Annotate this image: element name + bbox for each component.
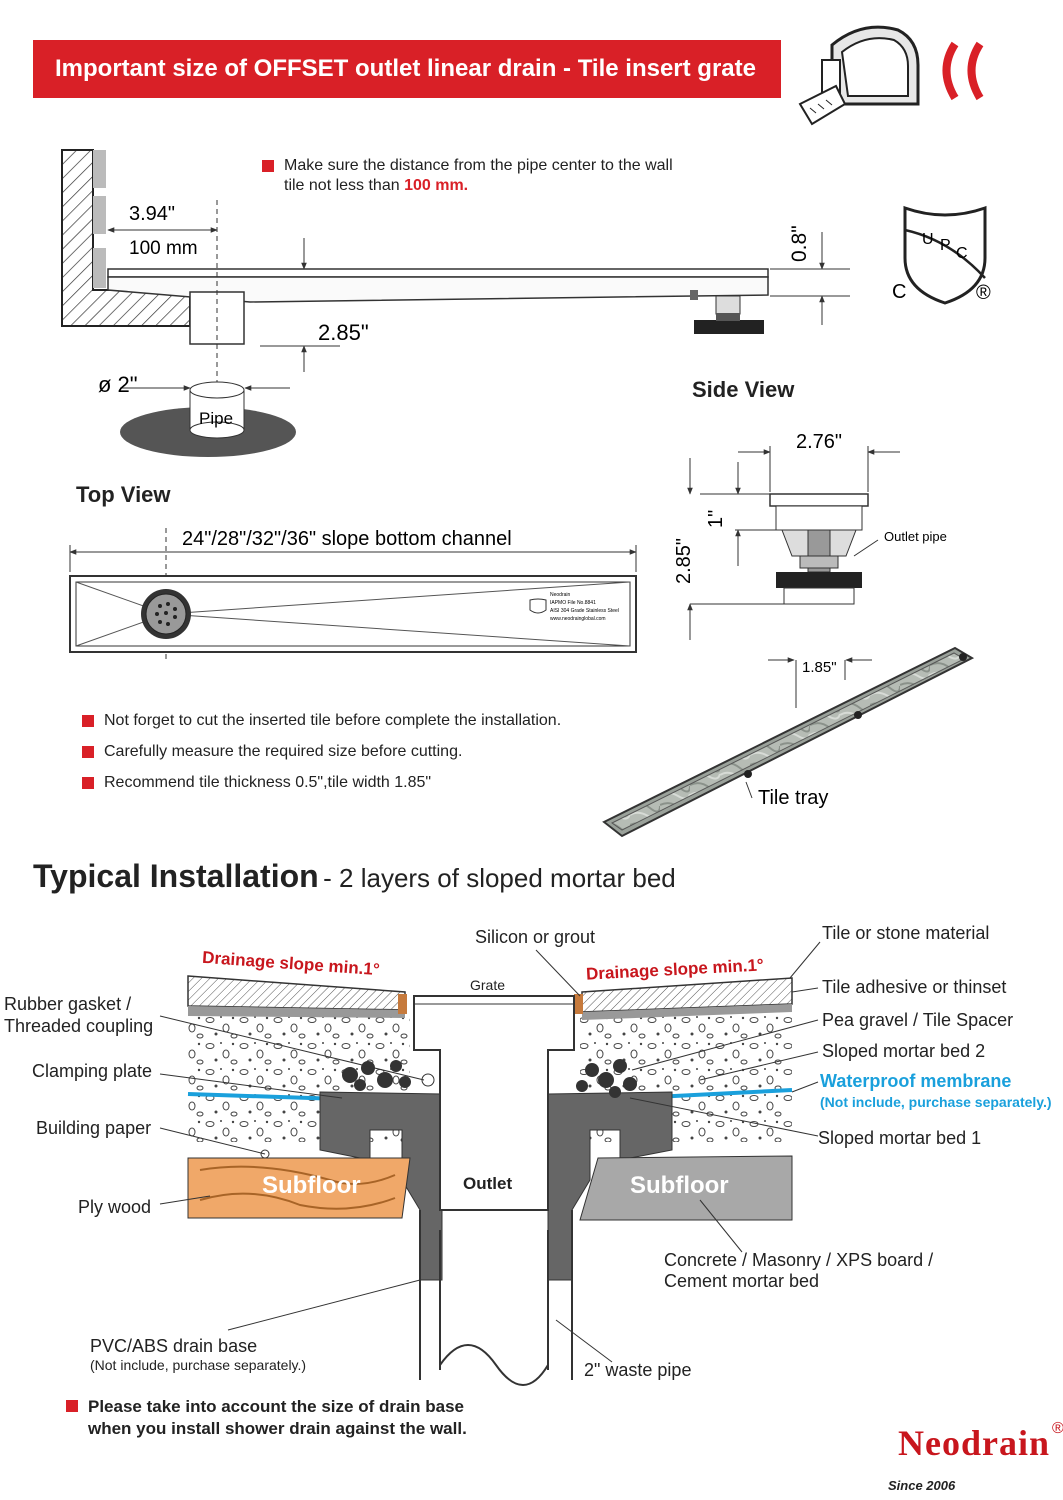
- plate-line-1: Neodrain: [550, 592, 571, 598]
- end-view-height-grate: 1": [705, 510, 727, 528]
- tile-note-text: Recommend tile thickness 0.5",tile width…: [104, 774, 432, 791]
- rubber-gasket-label-1: Rubber gasket /: [4, 994, 132, 1014]
- concrete-label-2: Cement mortar bed: [664, 1271, 820, 1291]
- header-banner: Important size of OFFSET outlet linear d…: [33, 40, 781, 98]
- membrane-note: (Not include, purchase separately.): [820, 1094, 1052, 1110]
- installation-heading: Typical Installation - 2 layers of slope…: [33, 858, 676, 895]
- upc-letter-u: U: [922, 231, 934, 248]
- end-view-width: 2.76": [796, 431, 842, 453]
- channel-length-label: 24"/28"/32"/36" slope bottom channel: [182, 528, 512, 550]
- outlet-label: Outlet: [463, 1174, 513, 1193]
- pvc-note: (Not include, purchase separately.): [90, 1357, 307, 1373]
- concrete-label-1: Concrete / Masonry / XPS board /: [664, 1250, 934, 1270]
- wall-note-text: Make sure the distance from the pipe cen…: [284, 157, 673, 194]
- end-view-height-total: 2.85": [673, 538, 695, 584]
- tile-tray-drawing: [602, 646, 975, 838]
- plate-line-4: www.neodrainglobal.com: [550, 616, 606, 622]
- tile-note-text: Carefully measure the required size befo…: [104, 743, 463, 760]
- plate-line-3: AISI 304 Grade Stainless Steel: [550, 608, 619, 614]
- upc-letter-p: P: [940, 237, 951, 254]
- side-view-drawing: [61, 149, 850, 457]
- brand-registered-mark: ®: [1052, 1420, 1063, 1437]
- pvc-label: PVC/ABS drain base: [90, 1336, 258, 1356]
- mortar2-label: Sloped mortar bed 2: [822, 1041, 986, 1061]
- gravel-label: Pea gravel / Tile Spacer: [822, 1010, 1014, 1030]
- plate-line-2: IAPMO File No.8841: [550, 600, 596, 606]
- tile-note-text: Not forget to cut the inserted tile befo…: [104, 712, 562, 729]
- brand-since: Since 2006: [888, 1478, 956, 1493]
- upc-letter-c: C: [956, 245, 968, 262]
- red-bracket-icon: [942, 41, 984, 101]
- rubber-gasket-label-2: Threaded coupling: [4, 1016, 154, 1036]
- tray-label: Tile tray: [758, 787, 828, 809]
- tile-note-1: Not forget to cut the inserted tile befo…: [82, 711, 561, 731]
- end-view-drawing: [687, 446, 900, 640]
- top-view-title: Top View: [76, 482, 171, 507]
- bottom-note-line2: when you install shower drain against th…: [88, 1419, 467, 1438]
- pipe-diameter: ø 2": [98, 372, 138, 397]
- silicon-label: Silicon or grout: [475, 927, 596, 947]
- dim-height: 2.85": [318, 320, 369, 345]
- clamping-plate-label: Clamping plate: [32, 1061, 153, 1081]
- upc-certification-icon: U P C C ®: [892, 205, 991, 305]
- tile-label: Tile or stone material: [822, 923, 990, 943]
- dim-thickness: 0.8": [788, 225, 811, 262]
- waste-pipe-label: 2" waste pipe: [584, 1360, 692, 1380]
- header-title: Important size of OFFSET outlet linear d…: [55, 55, 756, 82]
- bullet-icon: [82, 746, 94, 758]
- dim-wall-mm: 100 mm: [129, 238, 198, 259]
- bottom-note-line1: Please take into account the size of dra…: [88, 1397, 465, 1416]
- side-view-title: Side View: [692, 377, 795, 402]
- mortar1-label: Sloped mortar bed 1: [818, 1128, 982, 1148]
- dim-wall-inch: 3.94": [129, 203, 175, 225]
- bullet-icon: [82, 777, 94, 789]
- pipe-label: Pipe: [199, 409, 233, 428]
- installation-section: [159, 941, 821, 1386]
- registered-mark: ®: [976, 282, 991, 304]
- bullet-icon: [262, 160, 274, 172]
- bullet-icon: [66, 1400, 78, 1412]
- wall-note-highlight: 100 mm.: [404, 177, 469, 194]
- brand-logo: Neodrain: [898, 1423, 1050, 1463]
- installation-subtitle: - 2 layers of sloped mortar bed: [323, 863, 676, 893]
- c-mark: C: [892, 281, 906, 303]
- installation-title: Typical Installation: [33, 858, 319, 894]
- outlet-pipe-label: Outlet pipe: [884, 529, 947, 544]
- building-paper-label: Building paper: [36, 1118, 152, 1138]
- bullet-icon: [82, 715, 94, 727]
- wall-distance-note: Make sure the distance from the pipe cen…: [262, 156, 682, 196]
- tile-note-3: Recommend tile thickness 0.5",tile width…: [82, 773, 431, 793]
- membrane-label: Waterproof membrane: [820, 1071, 1012, 1091]
- tape-measure-icon: [798, 25, 920, 126]
- subfloor-right-label: Subfloor: [630, 1172, 729, 1199]
- plywood-label: Ply wood: [78, 1197, 152, 1217]
- top-view-drawing: [69, 528, 637, 660]
- adhesive-label: Tile adhesive or thinset: [822, 977, 1007, 997]
- tray-width: 1.85": [802, 659, 837, 676]
- subfloor-left-label: Subfloor: [262, 1172, 361, 1199]
- tile-note-2: Carefully measure the required size befo…: [82, 742, 462, 762]
- bottom-note: Please take into account the size of dra…: [66, 1396, 467, 1440]
- grate-label: Grate: [470, 977, 506, 993]
